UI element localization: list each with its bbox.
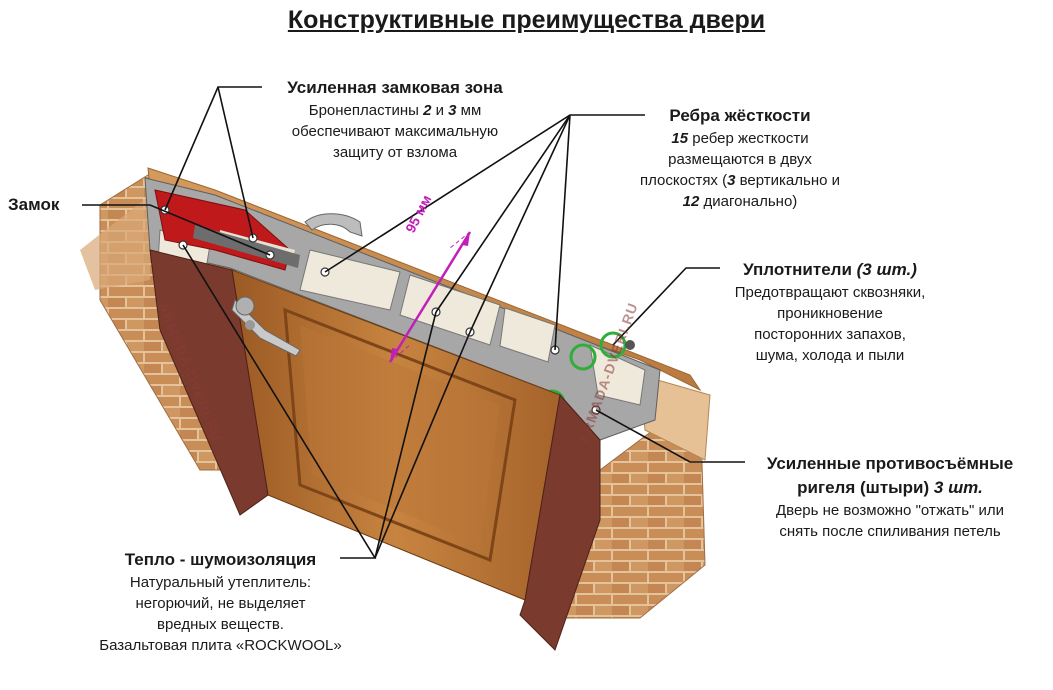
dimension-line bbox=[388, 231, 472, 363]
page-title: Конструктивные преимущества двери bbox=[287, 6, 766, 34]
label-ribs: Ребра жёсткости 15 ребер жесткости разме… bbox=[639, 106, 840, 210]
label-lock-zone: Усиленная замковая зона Бронепластины 2 … bbox=[287, 78, 503, 161]
label-bolts: Усиленные противосъёмные ригеля (штыри) … bbox=[766, 454, 1014, 540]
label-lock: Замок bbox=[8, 195, 60, 214]
label-seals: Уплотнители (3 шт.) Предотвращают сквозн… bbox=[734, 260, 926, 364]
door-handles bbox=[231, 213, 363, 357]
label-insulation: Тепло - шумоизоляция Натуральный утеплит… bbox=[99, 550, 342, 654]
leader-lines bbox=[82, 86, 745, 559]
